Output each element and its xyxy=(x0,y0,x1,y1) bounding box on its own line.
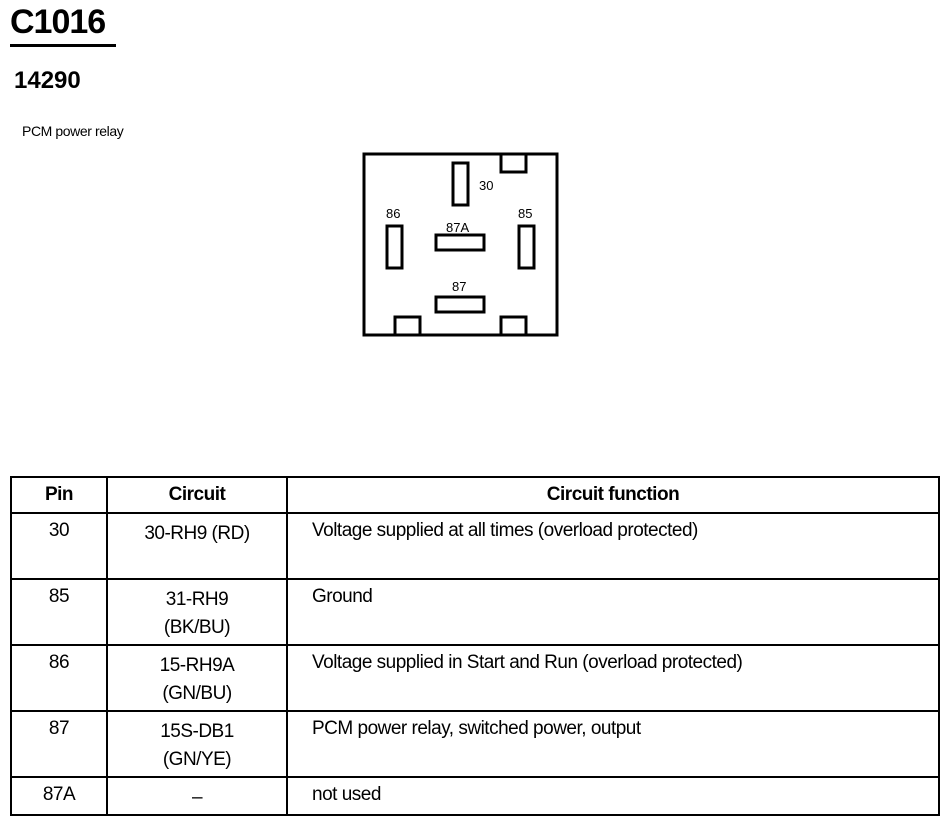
pin-circuit-table: Pin Circuit Circuit function 30 30-RH9 (… xyxy=(10,476,940,816)
relay-pinout-diagram: 30 86 87A 85 87 xyxy=(362,152,559,337)
pin-label-30: 30 xyxy=(479,178,493,193)
circuit-color: (GN/BU) xyxy=(162,683,232,704)
terminal-86 xyxy=(385,224,404,270)
pin-label-85: 85 xyxy=(518,206,532,221)
connector-id: C1016 xyxy=(10,3,106,41)
circuit-code: 31-RH9 xyxy=(165,589,229,610)
pin-cell: 30 xyxy=(10,512,108,580)
circuit-cell: 15S-DB1 (GN/YE) xyxy=(106,710,288,778)
terminal-30 xyxy=(451,161,470,207)
circuit-cell: 15-RH9A (GN/BU) xyxy=(106,644,288,712)
table-row: 86 15-RH9A (GN/BU) Voltage supplied in S… xyxy=(10,644,940,712)
pin-cell: 87A xyxy=(10,776,108,816)
pin-label-87: 87 xyxy=(452,279,466,294)
circuit-cell: 30-RH9 (RD) xyxy=(106,512,288,580)
table-row: 30 30-RH9 (RD) Voltage supplied at all t… xyxy=(10,512,940,580)
connector-id-underline xyxy=(10,44,116,47)
housing-notch-bottom-right xyxy=(499,315,528,337)
circuit-color: (GN/YE) xyxy=(162,749,232,770)
housing-notch-bottom-left xyxy=(393,315,422,337)
function-cell: Voltage supplied in Start and Run (overl… xyxy=(286,644,940,712)
table-header-row: Pin Circuit Circuit function xyxy=(10,476,940,514)
header-circuit-function: Circuit function xyxy=(286,476,940,514)
circuit-code: 15-RH9A xyxy=(159,655,235,676)
terminal-87A xyxy=(434,233,486,252)
terminal-87 xyxy=(434,295,486,314)
table-row: 87 15S-DB1 (GN/YE) PCM power relay, swit… xyxy=(10,710,940,778)
pin-cell: 87 xyxy=(10,710,108,778)
circuit-code: – xyxy=(191,787,203,808)
component-name: PCM power relay xyxy=(22,123,124,139)
housing-notch-top-right xyxy=(499,152,528,174)
pin-label-87A: 87A xyxy=(446,220,469,235)
function-cell: PCM power relay, switched power, output xyxy=(286,710,940,778)
function-cell: Ground xyxy=(286,578,940,646)
terminal-85 xyxy=(517,224,536,270)
pin-label-86: 86 xyxy=(386,206,400,221)
table-row: 87A – not used xyxy=(10,776,940,816)
circuit-cell: – xyxy=(106,776,288,816)
component-number: 14290 xyxy=(14,67,81,94)
function-cell: Voltage supplied at all times (overload … xyxy=(286,512,940,580)
circuit-code: 15S-DB1 xyxy=(160,721,234,742)
circuit-code: 30-RH9 (RD) xyxy=(144,523,250,544)
pin-cell: 85 xyxy=(10,578,108,646)
function-cell: not used xyxy=(286,776,940,816)
header-circuit: Circuit xyxy=(106,476,288,514)
circuit-color: (BK/BU) xyxy=(163,617,231,638)
header-pin: Pin xyxy=(10,476,108,514)
pin-cell: 86 xyxy=(10,644,108,712)
table-row: 85 31-RH9 (BK/BU) Ground xyxy=(10,578,940,646)
circuit-cell: 31-RH9 (BK/BU) xyxy=(106,578,288,646)
